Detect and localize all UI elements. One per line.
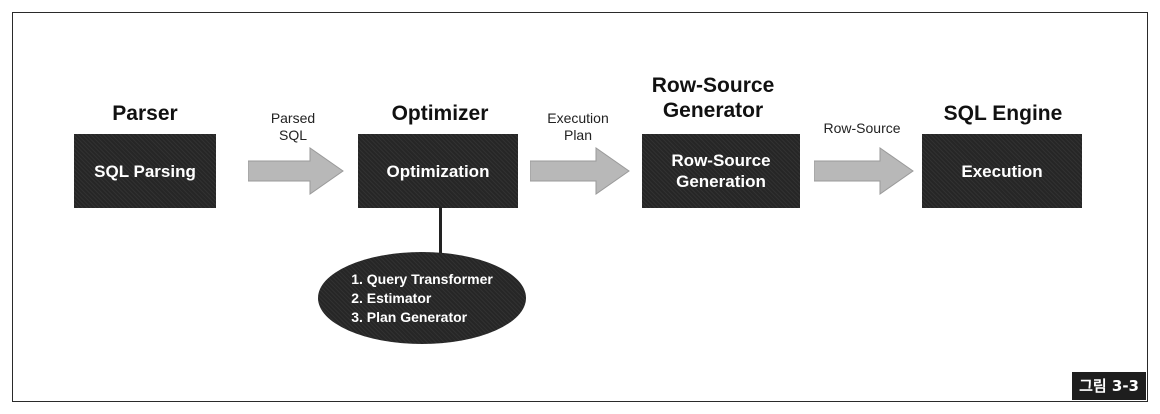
figure-number-badge: 그림 3-3: [1072, 372, 1146, 400]
arrow-label-execution-plan: Execution Plan: [547, 110, 609, 143]
arrow-parser-to-optimizer: [248, 147, 344, 195]
arrow-row-source-to-engine: [814, 147, 914, 195]
stage-title-row-source-generator: Row-Source Generator: [651, 74, 775, 122]
stage-title-optimizer: Optimizer: [391, 102, 489, 125]
optimizer-components-list: 1. Query Transformer 2. Estimator 3. Pla…: [351, 270, 493, 327]
arrow-label-parsed-sql: Parsed SQL: [270, 110, 316, 143]
stage-title-sql-engine: SQL Engine: [943, 102, 1063, 125]
optimizer-connector-line: [439, 207, 442, 255]
arrow-label-row-source: Row-Source: [823, 120, 901, 136]
execution-box: Execution: [922, 134, 1082, 208]
component-query-transformer: 1. Query Transformer: [351, 270, 493, 287]
row-source-generation-box: Row-Source Generation: [642, 134, 800, 208]
sql-parsing-box: SQL Parsing: [74, 134, 216, 208]
component-plan-generator: 3. Plan Generator: [351, 308, 468, 325]
component-estimator: 2. Estimator: [351, 289, 432, 306]
optimization-box: Optimization: [358, 134, 518, 208]
arrow-optimizer-to-row-source: [530, 147, 630, 195]
optimizer-components-ellipse: 1. Query Transformer 2. Estimator 3. Pla…: [318, 252, 526, 344]
stage-title-parser: Parser: [112, 102, 178, 125]
